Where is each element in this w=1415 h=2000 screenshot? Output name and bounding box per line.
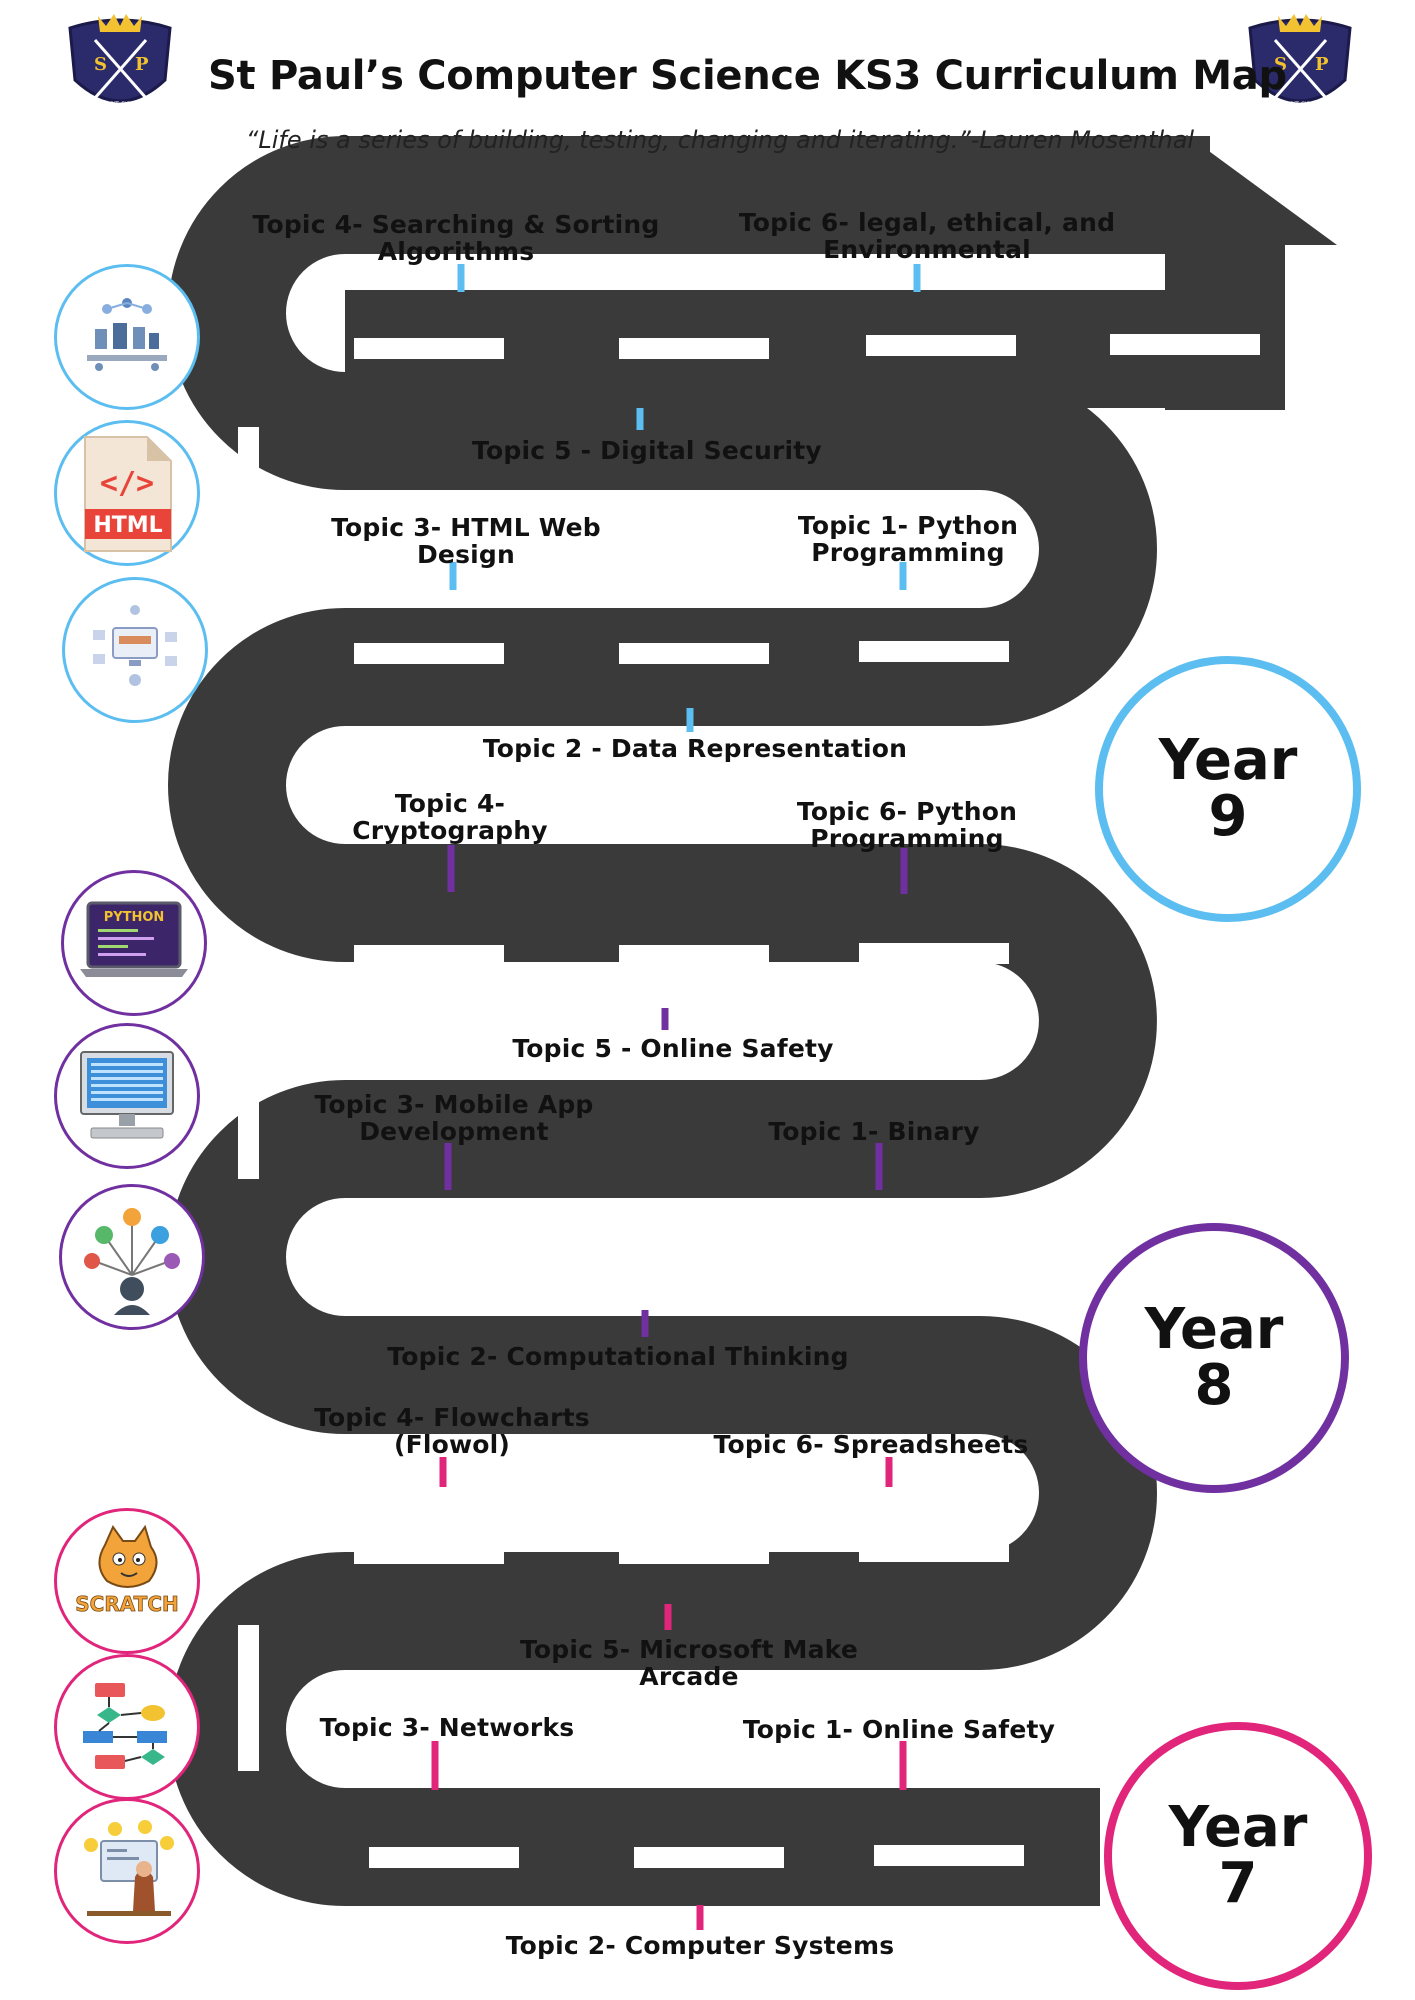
topic-markers [431,264,921,1930]
svg-text:HTML: HTML [93,513,162,538]
road-arrowhead-up [1037,135,1337,245]
flowchart-icon [54,1654,200,1800]
network-diagram-icon [54,264,200,410]
svg-text:CRESCIT CIRCULA: CRESCIT CIRCULA [1273,101,1327,108]
y7-topic3-label: Topic 3- Networks [319,1713,575,1742]
y7-topic6-label: Topic 6- Spreadsheets [713,1430,1029,1459]
y7-topic2-label: Topic 2- Computer Systems [505,1931,895,1960]
y9-topic2-label: Topic 2 - Data Representation [482,734,908,763]
y9-topic5-label: Topic 5 - Digital Security [472,436,822,465]
binary-computer-icon [54,1023,200,1169]
y8-topic5-label: Topic 5 - Online Safety [512,1034,834,1063]
online-safety-icon [54,1798,200,1944]
quote: “Life is a series of building, testing, … [245,126,1195,154]
svg-text:SCRATCH: SCRATCH [75,1592,178,1616]
svg-text:CRESCIT CIRCULA: CRESCIT CIRCULA [93,101,147,108]
html-file-icon: </> HTML [54,420,200,566]
year-9-circle [1095,656,1361,922]
svg-text:PYTHON: PYTHON [104,910,165,925]
y7-topic4-label: Topic 4- Flowcharts(Flowol) [314,1403,590,1459]
y8-topic2-label: Topic 2- Computational Thinking [387,1342,849,1371]
y8-topic4-label: Topic 4-Cryptography [352,789,548,845]
year-7-circle [1104,1722,1372,1990]
year-8-circle [1079,1223,1349,1493]
lane-dashes [238,334,1260,1868]
svg-text:P: P [1315,54,1329,75]
svg-text:S: S [1274,54,1287,75]
svg-text:P: P [135,54,149,75]
school-crest-left: S P CRESCIT CIRCULA [68,14,172,108]
cyber-security-icon [62,577,208,723]
scratch-cat-icon: SCRATCH [54,1508,200,1654]
svg-text:S: S [94,54,107,75]
mind-map-icon [59,1184,205,1330]
school-crest-right: S P CRESCIT CIRCULA [1248,14,1352,108]
svg-text:</>: </> [100,466,154,501]
y7-topic1-label: Topic 1- Online Safety [742,1715,1056,1744]
y8-topic1-label: Topic 1- Binary [768,1117,980,1146]
python-laptop-icon: PYTHON [61,870,207,1016]
winding-road [168,136,1210,1906]
page-title: St Paul’s Computer Science KS3 Curriculu… [208,53,1287,99]
